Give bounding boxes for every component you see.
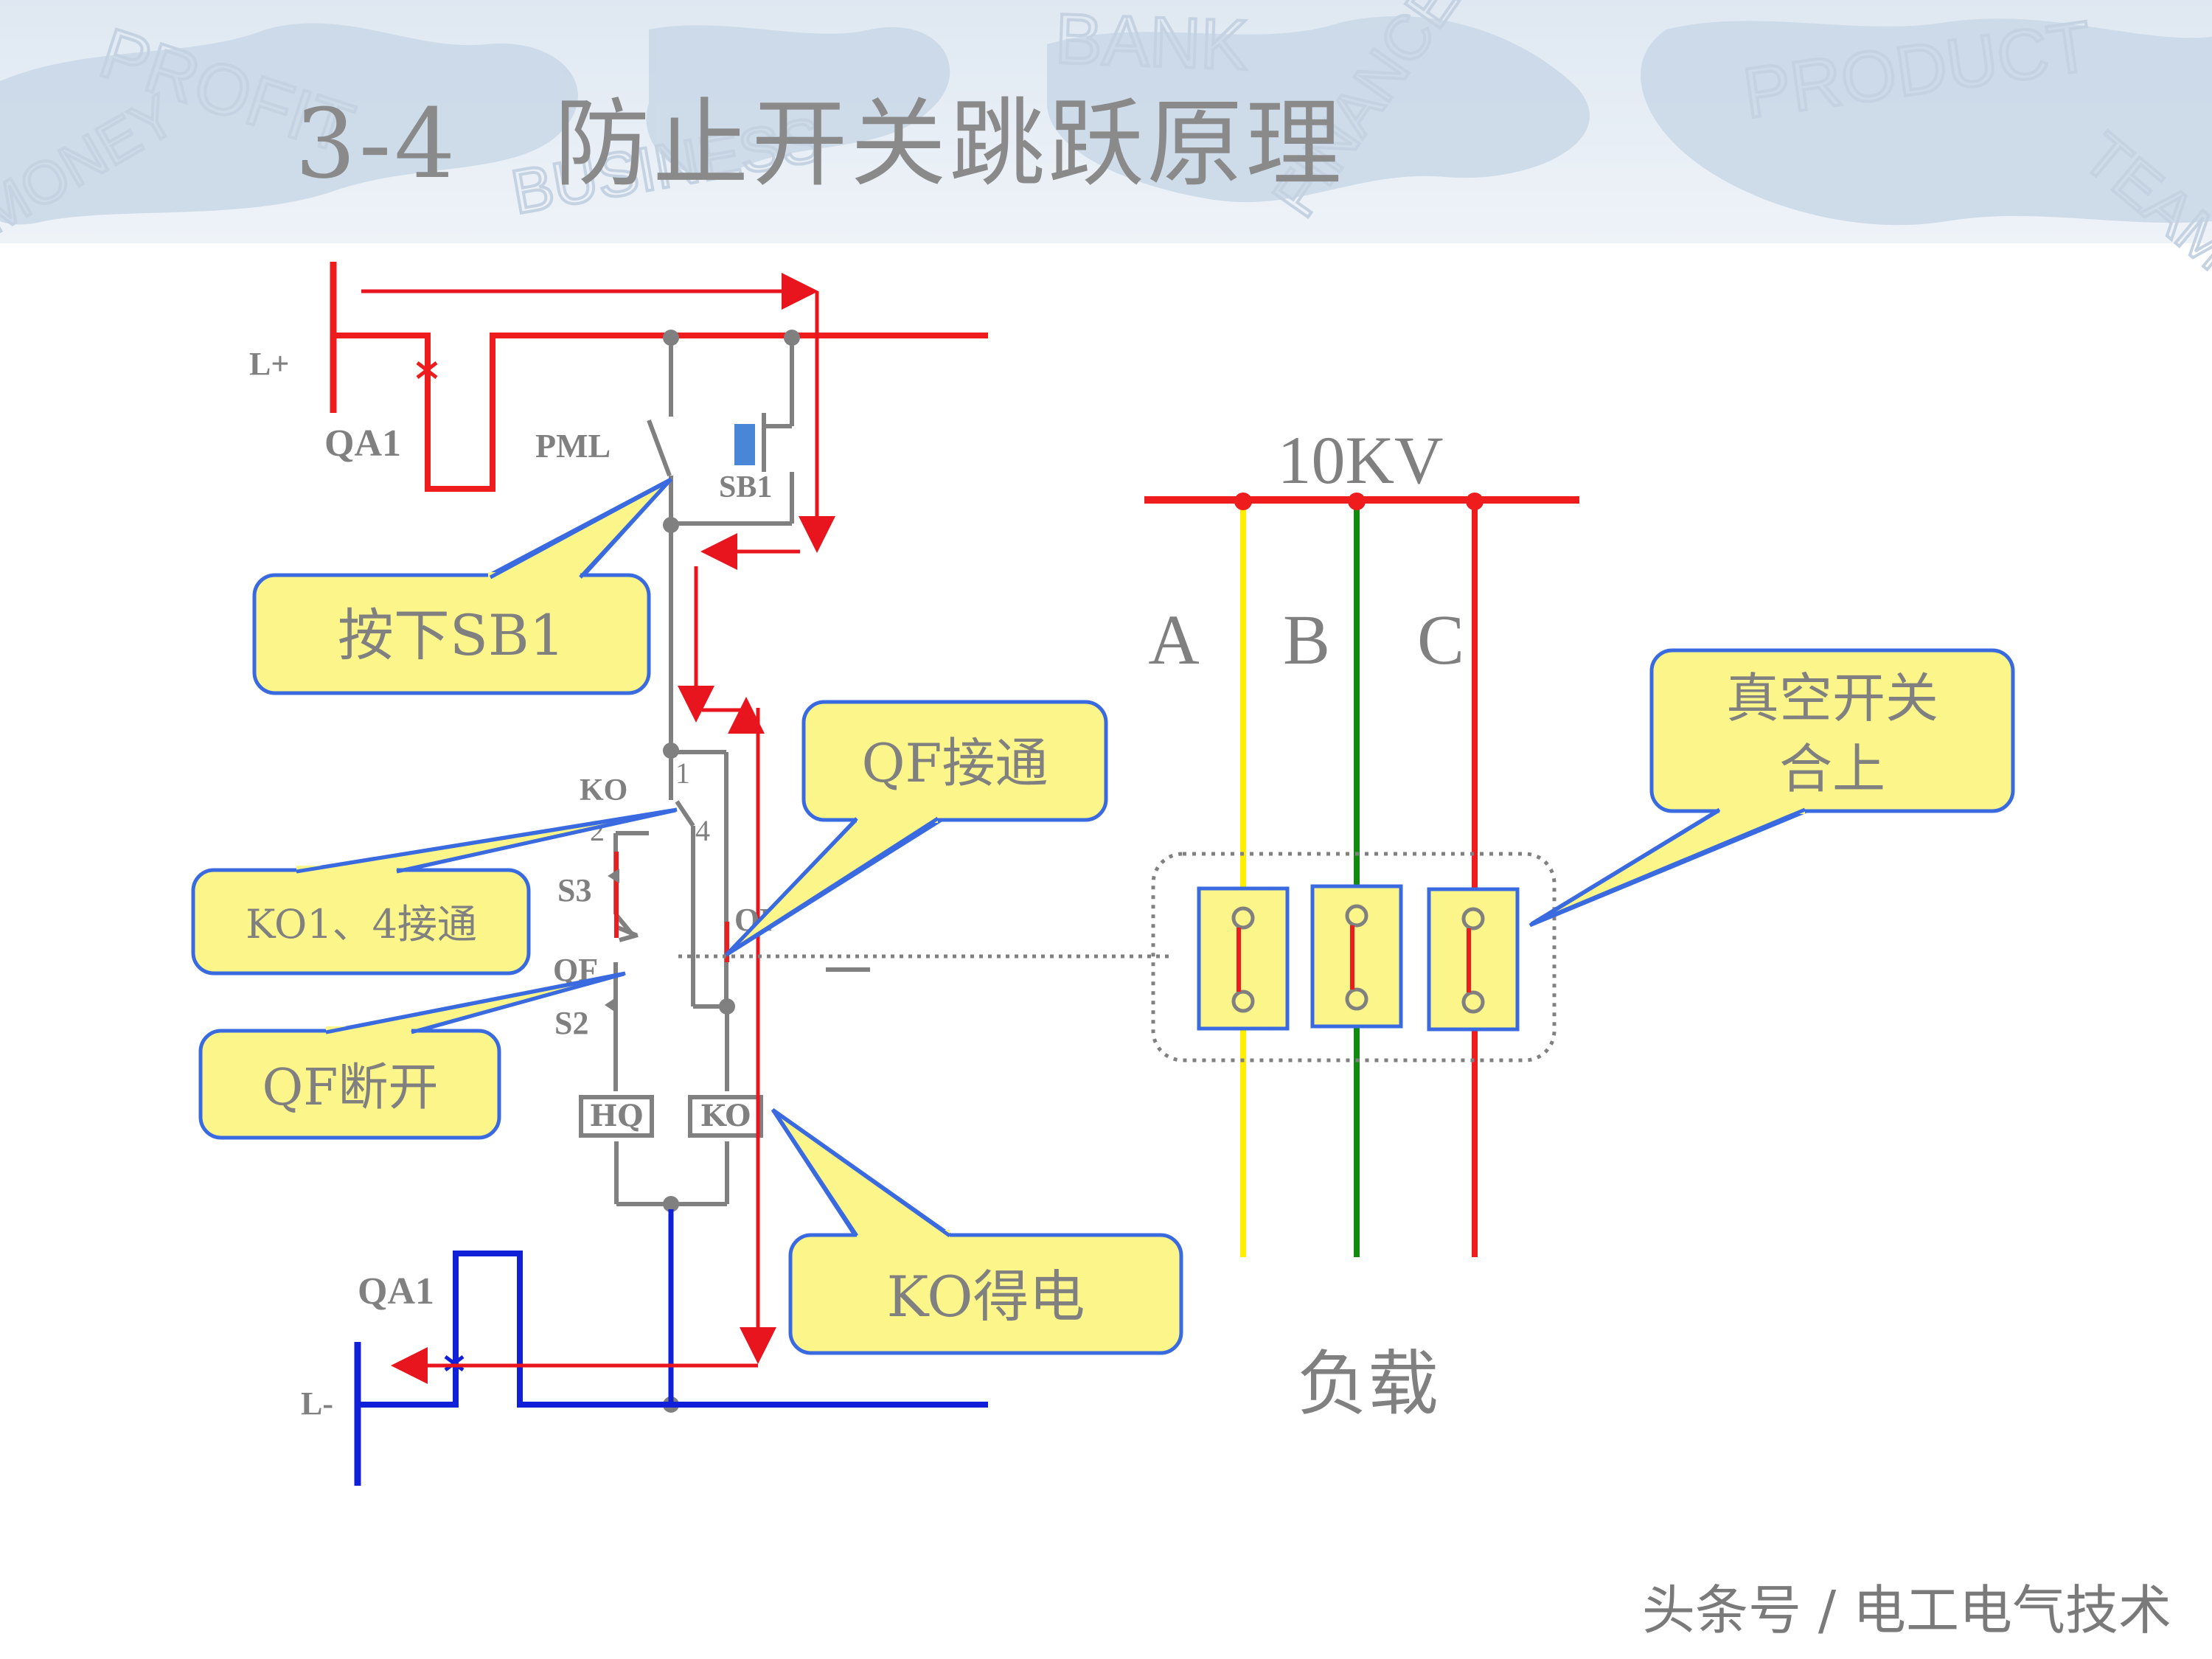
negative-bus-line	[358, 1251, 988, 1408]
sb1-pushbutton	[734, 424, 755, 465]
header-banner: PROFIT BANK PRODUCT MONEY BUSINESS FINAN…	[0, 0, 2212, 285]
positive-bus-line	[333, 333, 988, 492]
phase-c-tap	[1466, 493, 1484, 510]
ko-pin1-label: 1	[675, 757, 690, 790]
callout-vacuum-line1: 真空开关	[1726, 667, 1938, 729]
pml-label: PML	[535, 427, 611, 465]
callout-qf-off: QF断开	[198, 971, 626, 1140]
phase-b-label: B	[1283, 600, 1330, 679]
load-label: 负载	[1297, 1345, 1439, 1424]
s2-marker	[605, 999, 613, 1011]
phase-a-label: A	[1148, 600, 1199, 679]
junction-dots	[663, 330, 800, 1413]
callout-qf-off-text: QF断开	[262, 1059, 439, 1117]
callout-ko14-on-text: KO1、4接通	[246, 901, 477, 947]
callout-qf-on: QF接通	[725, 700, 1108, 957]
ko-contact-label: KO	[580, 773, 627, 807]
callout-vacuum-line2: 合上	[1779, 738, 1885, 800]
hq-coil-label: HQ	[590, 1099, 644, 1133]
ko-coil	[688, 1095, 763, 1138]
slide-title-number: 3-4	[295, 88, 459, 200]
s3-marker	[608, 869, 619, 883]
world-map-watermark	[0, 16, 2212, 226]
phase-a-tap	[1234, 493, 1252, 510]
phase-b-tap	[1348, 493, 1366, 510]
vacuum-breaker-b	[1310, 884, 1403, 1029]
three-phase-system: 10KV A B C 负载	[1144, 422, 1579, 1424]
slide-title: 3-4 防止开关跳跃原理	[295, 66, 1344, 205]
watermark-word: BANK	[1054, 0, 1249, 85]
slide-title-text: 防止开关跳跃原理	[554, 88, 1345, 200]
voltage-label: 10KV	[1278, 422, 1444, 498]
hq-coil	[579, 1095, 654, 1138]
lminus-label: L-	[301, 1385, 333, 1422]
ko-pin4-label: 4	[695, 814, 710, 847]
footer-source: 头条号 / 电工电气技术	[1641, 1579, 2171, 1641]
sb1-label: SB1	[719, 470, 772, 504]
phase-c-label: C	[1417, 600, 1464, 679]
ko-coil-label: KO	[700, 1099, 751, 1133]
current-flow-arrows	[361, 273, 835, 1384]
qa1-top-label: QA1	[324, 422, 401, 465]
callout-qf-on-text: QF接通	[862, 732, 1048, 794]
s2-label: S2	[554, 1005, 588, 1041]
vacuum-breaker-c	[1427, 887, 1520, 1032]
vacuum-switch-enclosure	[1151, 852, 1557, 1062]
callout-press-sb1-text: 按下SB1	[338, 602, 565, 668]
ko-pin2-label: 2	[590, 814, 605, 847]
lplus-label: L+	[249, 346, 289, 382]
fuse-cross-bottom	[444, 1355, 465, 1371]
callout-vacuum-closed: 真空开关 合上	[1528, 648, 2015, 928]
callout-ko14-on: KO1、4接通	[191, 807, 678, 975]
s3-label: S3	[557, 872, 591, 908]
fuse-cross-top	[416, 361, 438, 379]
qa1-bottom-label: QA1	[358, 1270, 434, 1312]
callout-press-sb1: 按下SB1	[252, 477, 672, 695]
callout-ko-energized: KO得电	[771, 1107, 1183, 1355]
vacuum-breaker-a	[1197, 886, 1290, 1031]
qf-contact-line	[616, 925, 637, 937]
callout-ko-energized-text: KO得电	[886, 1264, 1085, 1329]
